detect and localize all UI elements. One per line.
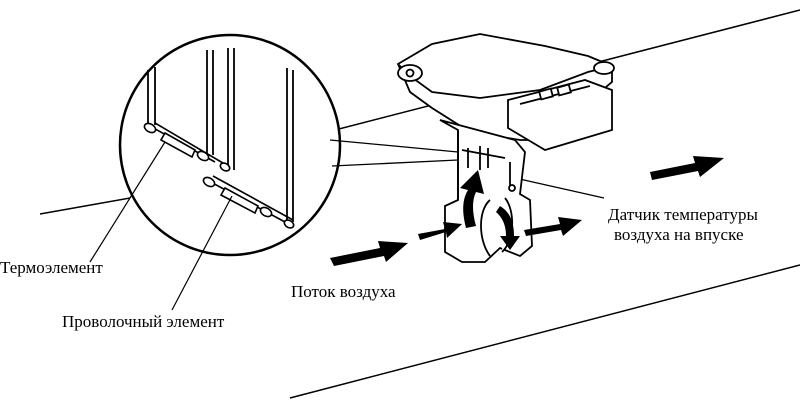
magnifier-leaders — [329, 139, 459, 167]
flow-arrow-icon — [524, 217, 582, 236]
flow-arrow-icon — [460, 170, 484, 228]
thermo-element-part — [143, 122, 231, 172]
flow-arrows — [330, 156, 724, 266]
flow-arrow-icon — [418, 222, 462, 240]
wire-element-part — [202, 175, 295, 229]
wire-element-label: Проволочный элемент — [62, 312, 225, 331]
flow-arrow-icon — [330, 241, 408, 266]
label-leaders — [89, 141, 605, 311]
magnified-detail — [118, 33, 342, 257]
flow-arrow-icon — [650, 156, 724, 180]
intake-air-temp-sensor-label: Датчик температуры воздуха на впуске — [608, 205, 758, 245]
intake-air-temp-sensor-line1: Датчик температуры — [608, 205, 758, 224]
air-flow-sensor — [396, 33, 615, 263]
thermo-element-label: Термоэлемент — [0, 258, 103, 277]
air-flow-label: Поток воздуха — [291, 282, 396, 301]
flow-arrow-icon — [496, 206, 520, 250]
intake-air-temp-sensor-line2: воздуха на впуске — [614, 225, 744, 244]
